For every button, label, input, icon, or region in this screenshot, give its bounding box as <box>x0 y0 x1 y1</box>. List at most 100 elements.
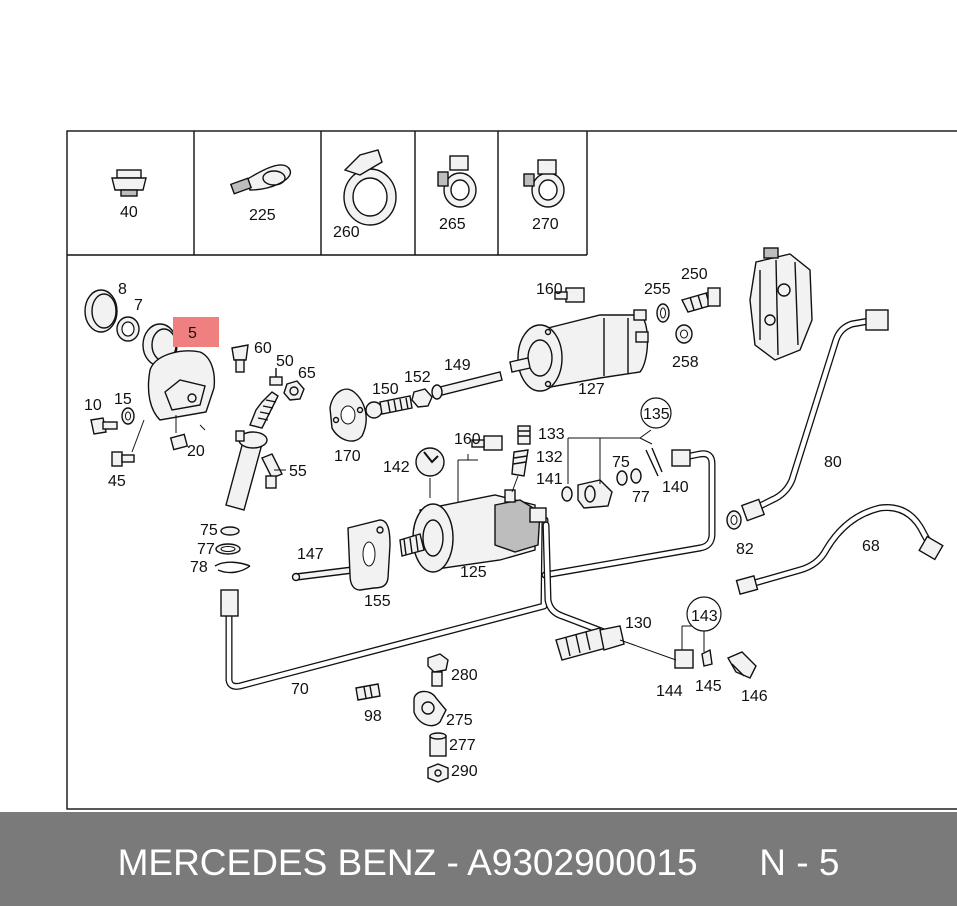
tee-part-144 <box>674 649 694 669</box>
label-160b: 160 <box>454 431 481 448</box>
seal-ring-part-7 <box>116 316 140 342</box>
bolt-part-45 <box>111 451 135 467</box>
highlighted-part-marker <box>173 317 219 347</box>
label-82: 82 <box>736 541 754 558</box>
lever-part-170 <box>329 388 367 442</box>
pipe-part-80 <box>740 309 889 522</box>
parts-diagram: 40 225 260 265 270 <box>66 130 957 810</box>
label-77a: 77 <box>197 541 215 558</box>
cover-part-8 <box>84 289 118 333</box>
nut-part-152 <box>411 388 433 408</box>
label-130: 130 <box>625 615 652 632</box>
top-part-label-260: 260 <box>333 224 360 241</box>
top-parts-row <box>67 131 588 256</box>
label-125: 125 <box>460 564 487 581</box>
washer-part-15 <box>121 407 135 425</box>
seal-ring-part-82 <box>726 510 742 530</box>
part-labels: 5 8 7 10 15 20 45 60 50 65 55 75 77 78 1… <box>84 266 880 780</box>
label-258: 258 <box>672 354 699 371</box>
label-145: 145 <box>695 678 722 695</box>
label-127: 127 <box>578 381 605 398</box>
seal-ring-part-255 <box>656 303 670 323</box>
servo-unit-part-127 <box>509 309 649 392</box>
rod-part-149 <box>431 371 503 400</box>
pipe-clip-part-260: 260 <box>333 149 397 241</box>
label-5: 5 <box>188 325 197 342</box>
label-160a: 160 <box>536 281 563 298</box>
label-10: 10 <box>84 397 102 414</box>
clip-part-140 <box>645 447 663 477</box>
label-50: 50 <box>276 353 294 370</box>
spacer-part-277 <box>429 732 447 757</box>
callout-circle-135 <box>640 397 672 429</box>
screw-part-160-lower <box>471 435 503 451</box>
label-78: 78 <box>190 559 208 576</box>
label-80: 80 <box>824 454 842 471</box>
label-152: 152 <box>404 369 431 386</box>
elbow-part-146 <box>727 651 757 679</box>
top-part-label-265: 265 <box>439 216 466 233</box>
label-60: 60 <box>254 340 272 357</box>
sleeve-part-98 <box>355 683 381 701</box>
fitting-part-133 <box>517 425 531 445</box>
seal-ring-part-77-b <box>630 468 642 484</box>
label-290: 290 <box>451 763 478 780</box>
plate-part-20 <box>169 433 189 451</box>
footer-caption: MERCEDES BENZ - A9302900015 N - 5 <box>0 842 957 884</box>
label-8: 8 <box>118 281 127 298</box>
pipe-clip-part-270: 270 <box>523 159 565 233</box>
plate-part-155 <box>347 519 391 591</box>
hose-part-130 <box>555 625 625 661</box>
label-45: 45 <box>108 473 126 490</box>
label-141: 141 <box>536 471 563 488</box>
label-133: 133 <box>538 426 565 443</box>
label-277: 277 <box>449 737 476 754</box>
label-75a: 75 <box>200 522 218 539</box>
label-98: 98 <box>364 708 382 725</box>
plug-part-145 <box>701 648 713 667</box>
pipe-part-70 <box>220 516 549 690</box>
bolt-part-280 <box>427 653 449 687</box>
label-250: 250 <box>681 266 708 283</box>
label-135: 135 <box>643 406 670 423</box>
label-146: 146 <box>741 688 768 705</box>
footer-position-number: 5 <box>818 842 840 883</box>
pipe-clip-part-265: 265 <box>437 155 477 233</box>
label-143: 143 <box>691 608 718 625</box>
footer-brand: MERCEDES BENZ <box>117 842 437 883</box>
push-rod-part-50 <box>269 368 283 386</box>
top-part-label-40: 40 <box>120 204 138 221</box>
top-part-label-225: 225 <box>249 207 276 224</box>
label-275: 275 <box>446 712 473 729</box>
footer-position-prefix: N - <box>759 842 819 883</box>
nut-part-290 <box>427 763 449 783</box>
label-155: 155 <box>364 593 391 610</box>
pivot-pin-part-60 <box>231 344 249 373</box>
footer-part-number: A9302900015 <box>467 842 698 883</box>
nut-part-65 <box>283 380 305 401</box>
label-55: 55 <box>289 463 307 480</box>
housing-part-5 <box>147 350 216 421</box>
seal-ring-part-75-b <box>616 470 628 486</box>
fitting-end-140 <box>671 449 691 467</box>
pin-part-150 <box>365 395 413 419</box>
fitting-part-250 <box>680 287 721 313</box>
label-142: 142 <box>383 459 410 476</box>
label-144: 144 <box>656 683 683 700</box>
clamp-part-275 <box>413 690 447 727</box>
top-part-label-270: 270 <box>532 216 559 233</box>
label-7: 7 <box>134 297 143 314</box>
callout-circle-143 <box>686 596 722 632</box>
label-15: 15 <box>114 391 132 408</box>
clutch-slave-cylinder <box>225 391 283 511</box>
label-140: 140 <box>662 479 689 496</box>
label-147: 147 <box>297 546 324 563</box>
label-77b: 77 <box>632 489 650 506</box>
grommet-part-40: 40 <box>111 169 147 221</box>
wrench-icon <box>415 447 445 477</box>
clutch-booster-part-125 <box>399 489 547 573</box>
hose-clamp-part-225: 225 <box>229 164 291 224</box>
pipe-part-68 <box>735 504 944 595</box>
connector-part-135 <box>577 479 613 509</box>
label-255: 255 <box>644 281 671 298</box>
